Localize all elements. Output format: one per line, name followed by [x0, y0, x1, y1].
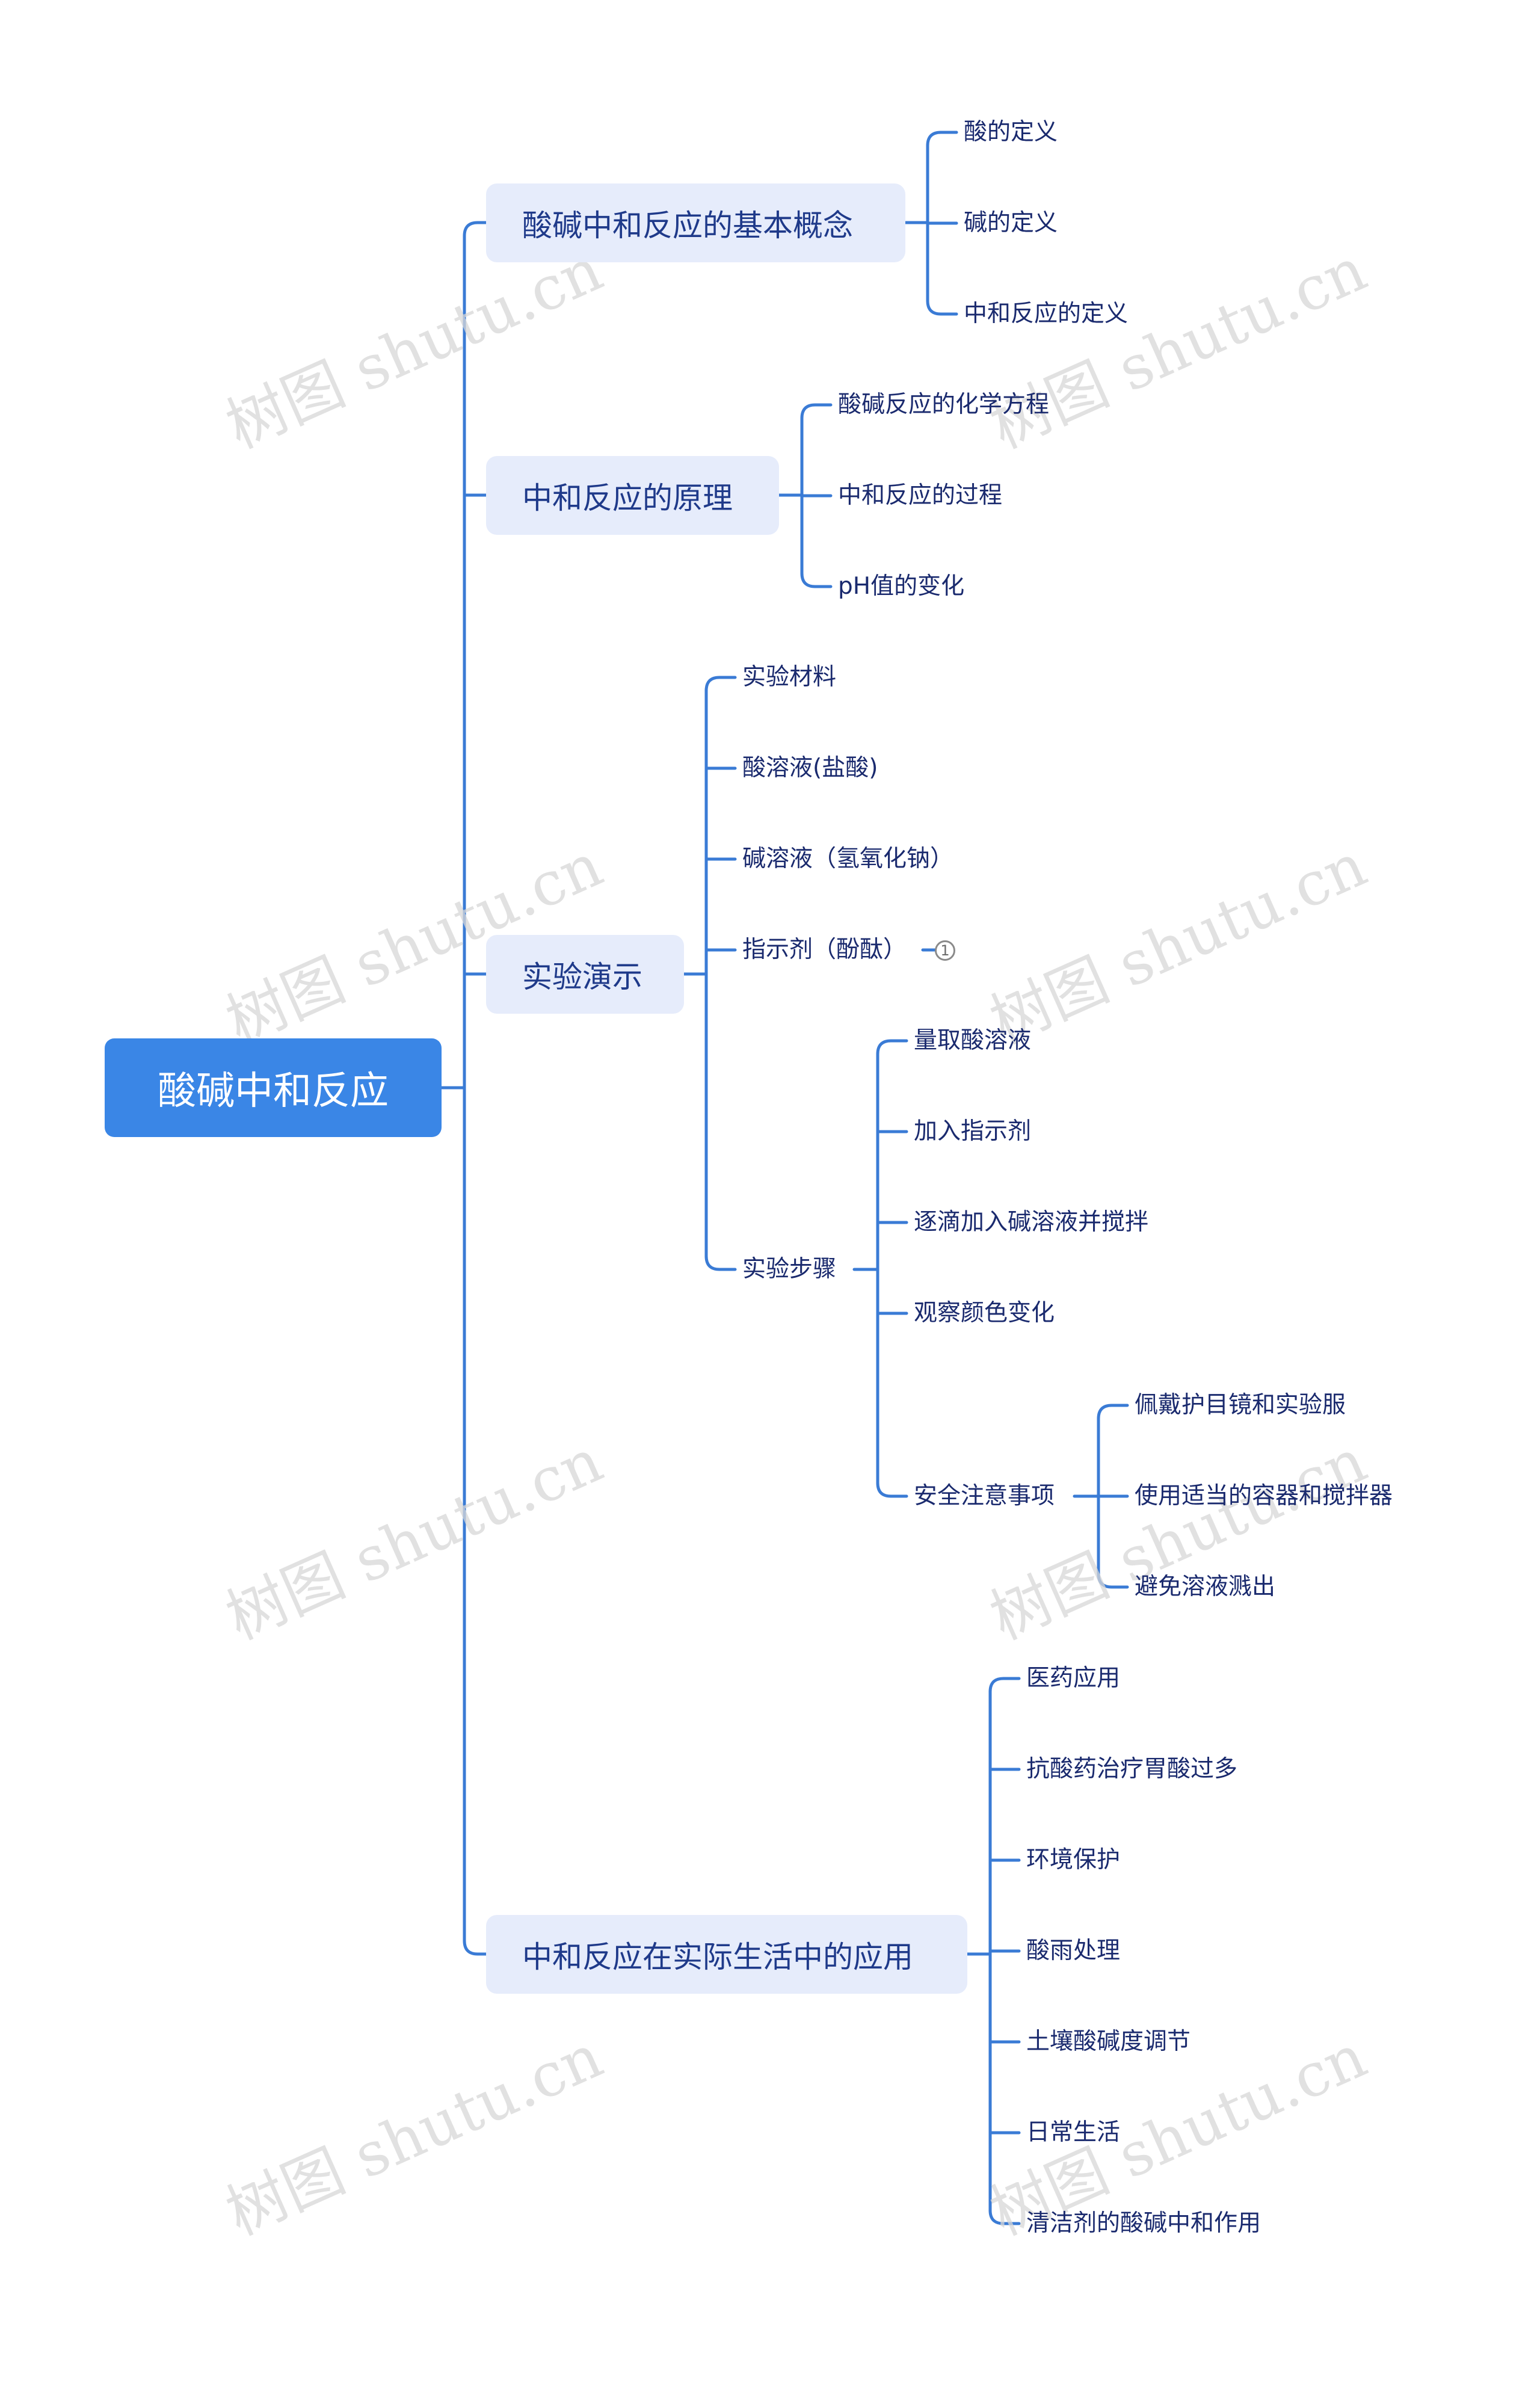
branch-principle[interactable]: 中和反应的原理	[486, 456, 779, 535]
leaf-observe-color[interactable]: 观察颜色变化	[914, 1299, 1055, 1327]
leaf-neutralization-definition[interactable]: 中和反应的定义	[964, 300, 1129, 327]
root-topic[interactable]: 酸碱中和反应	[105, 1038, 442, 1137]
leaf-base-definition[interactable]: 碱的定义	[964, 209, 1058, 236]
leaf-materials[interactable]: 实验材料	[742, 664, 837, 691]
experiment-connector-edge	[704, 1254, 737, 1271]
leaf-medical[interactable]: 医药应用	[1026, 1665, 1121, 1692]
experiment-connector-edge	[704, 676, 737, 692]
leaf-soil-ph[interactable]: 土壤酸碱度调节	[1026, 2028, 1191, 2055]
leaf-indicator[interactable]: 指示剂（酚酞）	[742, 936, 907, 963]
applications-connector-edge	[988, 2209, 1021, 2225]
leaf-avoid-splash[interactable]: 避免溶液溅出	[1135, 1573, 1276, 1600]
steps-connector-edge	[876, 1481, 908, 1498]
leaf-chemical-equation[interactable]: 酸碱反应的化学方程	[838, 391, 1050, 418]
safety-connector-edge	[1097, 1404, 1129, 1420]
leaf-acid-definition[interactable]: 酸的定义	[964, 119, 1058, 146]
leaf-antacid[interactable]: 抗酸药治疗胃酸过多	[1026, 1756, 1238, 1783]
branch-basic-concepts[interactable]: 酸碱中和反应的基本概念	[486, 183, 905, 262]
principle-connector-edge	[800, 403, 833, 420]
basic-concepts-connector-edge	[926, 299, 958, 316]
steps-connector-edge	[876, 1039, 908, 1056]
leaf-acid-solution[interactable]: 酸溶液(盐酸)	[742, 754, 878, 781]
branch-applications[interactable]: 中和反应在实际生活中的应用	[486, 1915, 967, 1994]
leaf-ph-change[interactable]: pH值的变化	[838, 573, 965, 600]
leaf-reaction-process[interactable]: 中和反应的过程	[838, 482, 1003, 509]
applications-connector-edge	[988, 1677, 1021, 1694]
root-connector-edge	[463, 221, 488, 238]
leaf-experiment-steps[interactable]: 实验步骤	[742, 1256, 837, 1283]
leaf-environment[interactable]: 环境保护	[1026, 1846, 1121, 1873]
safety-connector-edge	[1097, 1572, 1129, 1589]
root-connector-edge	[463, 1939, 488, 1956]
basic-concepts-connector-edge	[926, 131, 958, 147]
leaf-safety-notes[interactable]: 安全注意事项	[914, 1482, 1055, 1509]
leaf-acid-rain[interactable]: 酸雨处理	[1026, 1937, 1121, 1964]
leaf-measure-acid[interactable]: 量取酸溶液	[914, 1027, 1032, 1054]
leaf-proper-containers[interactable]: 使用适当的容器和搅拌器	[1135, 1482, 1393, 1509]
leaf-add-indicator[interactable]: 加入指示剂	[914, 1118, 1032, 1145]
branch-experiment[interactable]: 实验演示	[486, 935, 684, 1014]
leaf-cleaners[interactable]: 清洁剂的酸碱中和作用	[1026, 2210, 1261, 2237]
note-count-badge[interactable]: 1	[935, 940, 955, 961]
leaf-base-solution[interactable]: 碱溶液（氢氧化钠）	[742, 845, 954, 872]
principle-connector-edge	[800, 572, 833, 588]
leaf-add-base-dropwise[interactable]: 逐滴加入碱溶液并搅拌	[914, 1209, 1149, 1236]
leaf-daily-life[interactable]: 日常生活	[1026, 2119, 1121, 2146]
leaf-wear-goggles[interactable]: 佩戴护目镜和实验服	[1135, 1392, 1346, 1419]
